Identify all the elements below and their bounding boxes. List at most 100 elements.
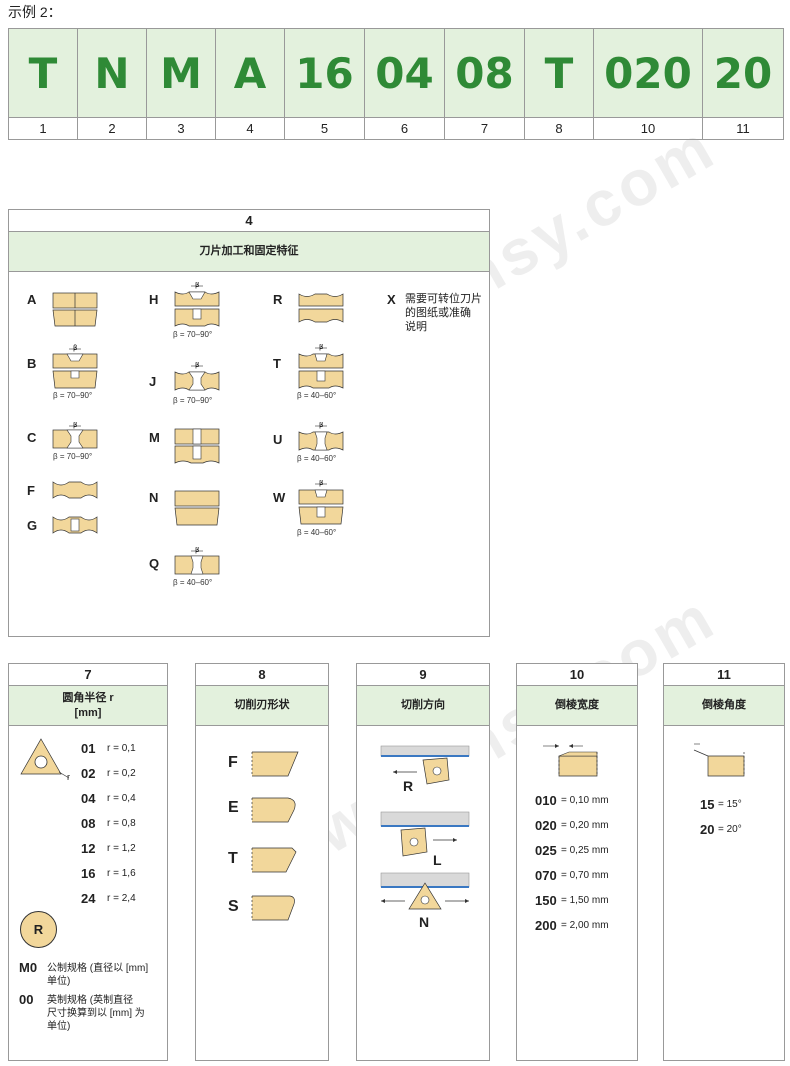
code-position-number: 6 bbox=[400, 121, 409, 136]
row-code: 16 bbox=[81, 866, 96, 881]
value-row: 15= 15° bbox=[700, 792, 742, 817]
svg-text:β: β bbox=[319, 422, 323, 429]
code-letter: 08 bbox=[445, 29, 524, 118]
item-label-j: J bbox=[149, 374, 157, 389]
item-label-g: G bbox=[27, 518, 38, 533]
item-label-c: C bbox=[27, 430, 37, 445]
row-code: 020 bbox=[535, 818, 557, 833]
row-code: 025 bbox=[535, 843, 557, 858]
direction-label: N bbox=[419, 914, 430, 930]
insert-b-icon: β bbox=[52, 344, 98, 389]
item-label-q: Q bbox=[149, 556, 160, 571]
insert-q-icon: β bbox=[174, 547, 220, 575]
row-value: r = 1,2 bbox=[107, 843, 136, 854]
insert-n-icon bbox=[174, 490, 220, 526]
m0-description: 公制规格 (直径以 [mm] 单位) bbox=[47, 963, 149, 987]
edge-shape-e-icon bbox=[251, 797, 296, 823]
value-row: 200= 2,00 mm bbox=[535, 913, 609, 938]
code-position-number: 2 bbox=[108, 121, 116, 136]
code-position-number: 4 bbox=[246, 121, 254, 136]
direction-label: L bbox=[433, 852, 442, 868]
value-row: 070= 0,70 mm bbox=[535, 863, 609, 888]
code-position-number: 1 bbox=[39, 121, 47, 136]
code-letter: N bbox=[78, 29, 146, 118]
section-9-box: 9 切削方向 R L N bbox=[356, 663, 490, 1061]
value-row: 010 = 0,10 mm bbox=[535, 788, 609, 813]
oo-description: 英制规格 (英制直径 尺寸换算到以 [mm] 为 单位) bbox=[47, 995, 145, 1032]
item-label-n: N bbox=[149, 490, 159, 505]
code-position-number: 3 bbox=[177, 121, 185, 136]
row-value: r = 0,2 bbox=[107, 768, 136, 779]
m0-code: M0 bbox=[19, 960, 38, 975]
beta-range: β = 40–60° bbox=[297, 454, 337, 463]
row-value: = 2,00 mm bbox=[561, 920, 609, 931]
item-label-m: M bbox=[149, 430, 160, 445]
code-letter: 16 bbox=[285, 29, 364, 118]
section-number: 11 bbox=[664, 664, 784, 686]
section-heading: 刀片加工和固定特征 bbox=[9, 232, 489, 272]
chamfer-angle-icon bbox=[693, 743, 745, 777]
item-label-b: B bbox=[27, 356, 37, 371]
section-heading: 圆角半径 r [mm] bbox=[9, 686, 167, 726]
insert-r-icon bbox=[298, 293, 344, 323]
radius-mark: r bbox=[67, 772, 70, 782]
section-heading: 倒棱宽度 bbox=[517, 686, 637, 726]
direction-r-icon bbox=[380, 745, 470, 785]
row-value: = 0,10 mm bbox=[561, 795, 609, 806]
beta-range: β = 70–90° bbox=[53, 452, 93, 461]
chamfer-width-icon bbox=[543, 744, 598, 777]
value-row: 020= 0,20 mm bbox=[535, 813, 609, 838]
svg-text:β: β bbox=[319, 480, 323, 487]
round-insert-icon: R bbox=[20, 911, 57, 948]
section-8-body: F E T S bbox=[196, 726, 328, 1060]
row-code: 12 bbox=[81, 841, 96, 856]
svg-text:β: β bbox=[73, 422, 77, 429]
edge-shape-f-icon bbox=[251, 751, 299, 777]
code-letter: T bbox=[525, 29, 593, 118]
section-number: 4 bbox=[9, 210, 489, 232]
code-position-number: 10 bbox=[640, 121, 656, 136]
section-11-body: 15= 15°20= 20° bbox=[664, 726, 784, 1060]
row-code: 20 bbox=[700, 822, 715, 837]
section-heading: 倒棱角度 bbox=[664, 686, 784, 726]
value-row: 20= 20° bbox=[700, 817, 742, 842]
code-letter: A bbox=[216, 29, 284, 118]
section-4-body: A B β β = 70–90° C β β = 70–90° F G H bbox=[9, 272, 489, 636]
row-code: 08 bbox=[81, 816, 96, 831]
row-code: 010 bbox=[535, 793, 557, 808]
item-label-u: U bbox=[273, 432, 283, 447]
code-position-number: 5 bbox=[320, 121, 329, 136]
direction-l-icon bbox=[380, 811, 470, 857]
edge-shape-t-icon bbox=[251, 847, 297, 873]
row-value: r = 0,1 bbox=[107, 743, 136, 754]
item-label-x: X bbox=[387, 292, 396, 307]
value-row: 150= 1,50 mm bbox=[535, 888, 609, 913]
row-value: = 1,50 mm bbox=[561, 895, 609, 906]
row-code: 02 bbox=[81, 766, 96, 781]
beta-range: β = 40–60° bbox=[297, 391, 337, 400]
item-label-a: A bbox=[27, 292, 37, 307]
beta-range: β = 70–90° bbox=[173, 330, 213, 339]
code-letter: 20 bbox=[703, 29, 783, 118]
section-8-box: 8 切削刃形状 F E T S bbox=[195, 663, 329, 1061]
edge-shape-label: E bbox=[228, 799, 239, 816]
row-value: r = 0,8 bbox=[107, 818, 136, 829]
example-title: 示例 2： bbox=[8, 4, 62, 20]
section-number: 7 bbox=[9, 664, 167, 686]
row-code: 070 bbox=[535, 868, 557, 883]
insert-j-icon: β bbox=[174, 362, 220, 391]
oo-code: 00 bbox=[19, 992, 34, 1007]
item-label-r: R bbox=[273, 292, 283, 307]
